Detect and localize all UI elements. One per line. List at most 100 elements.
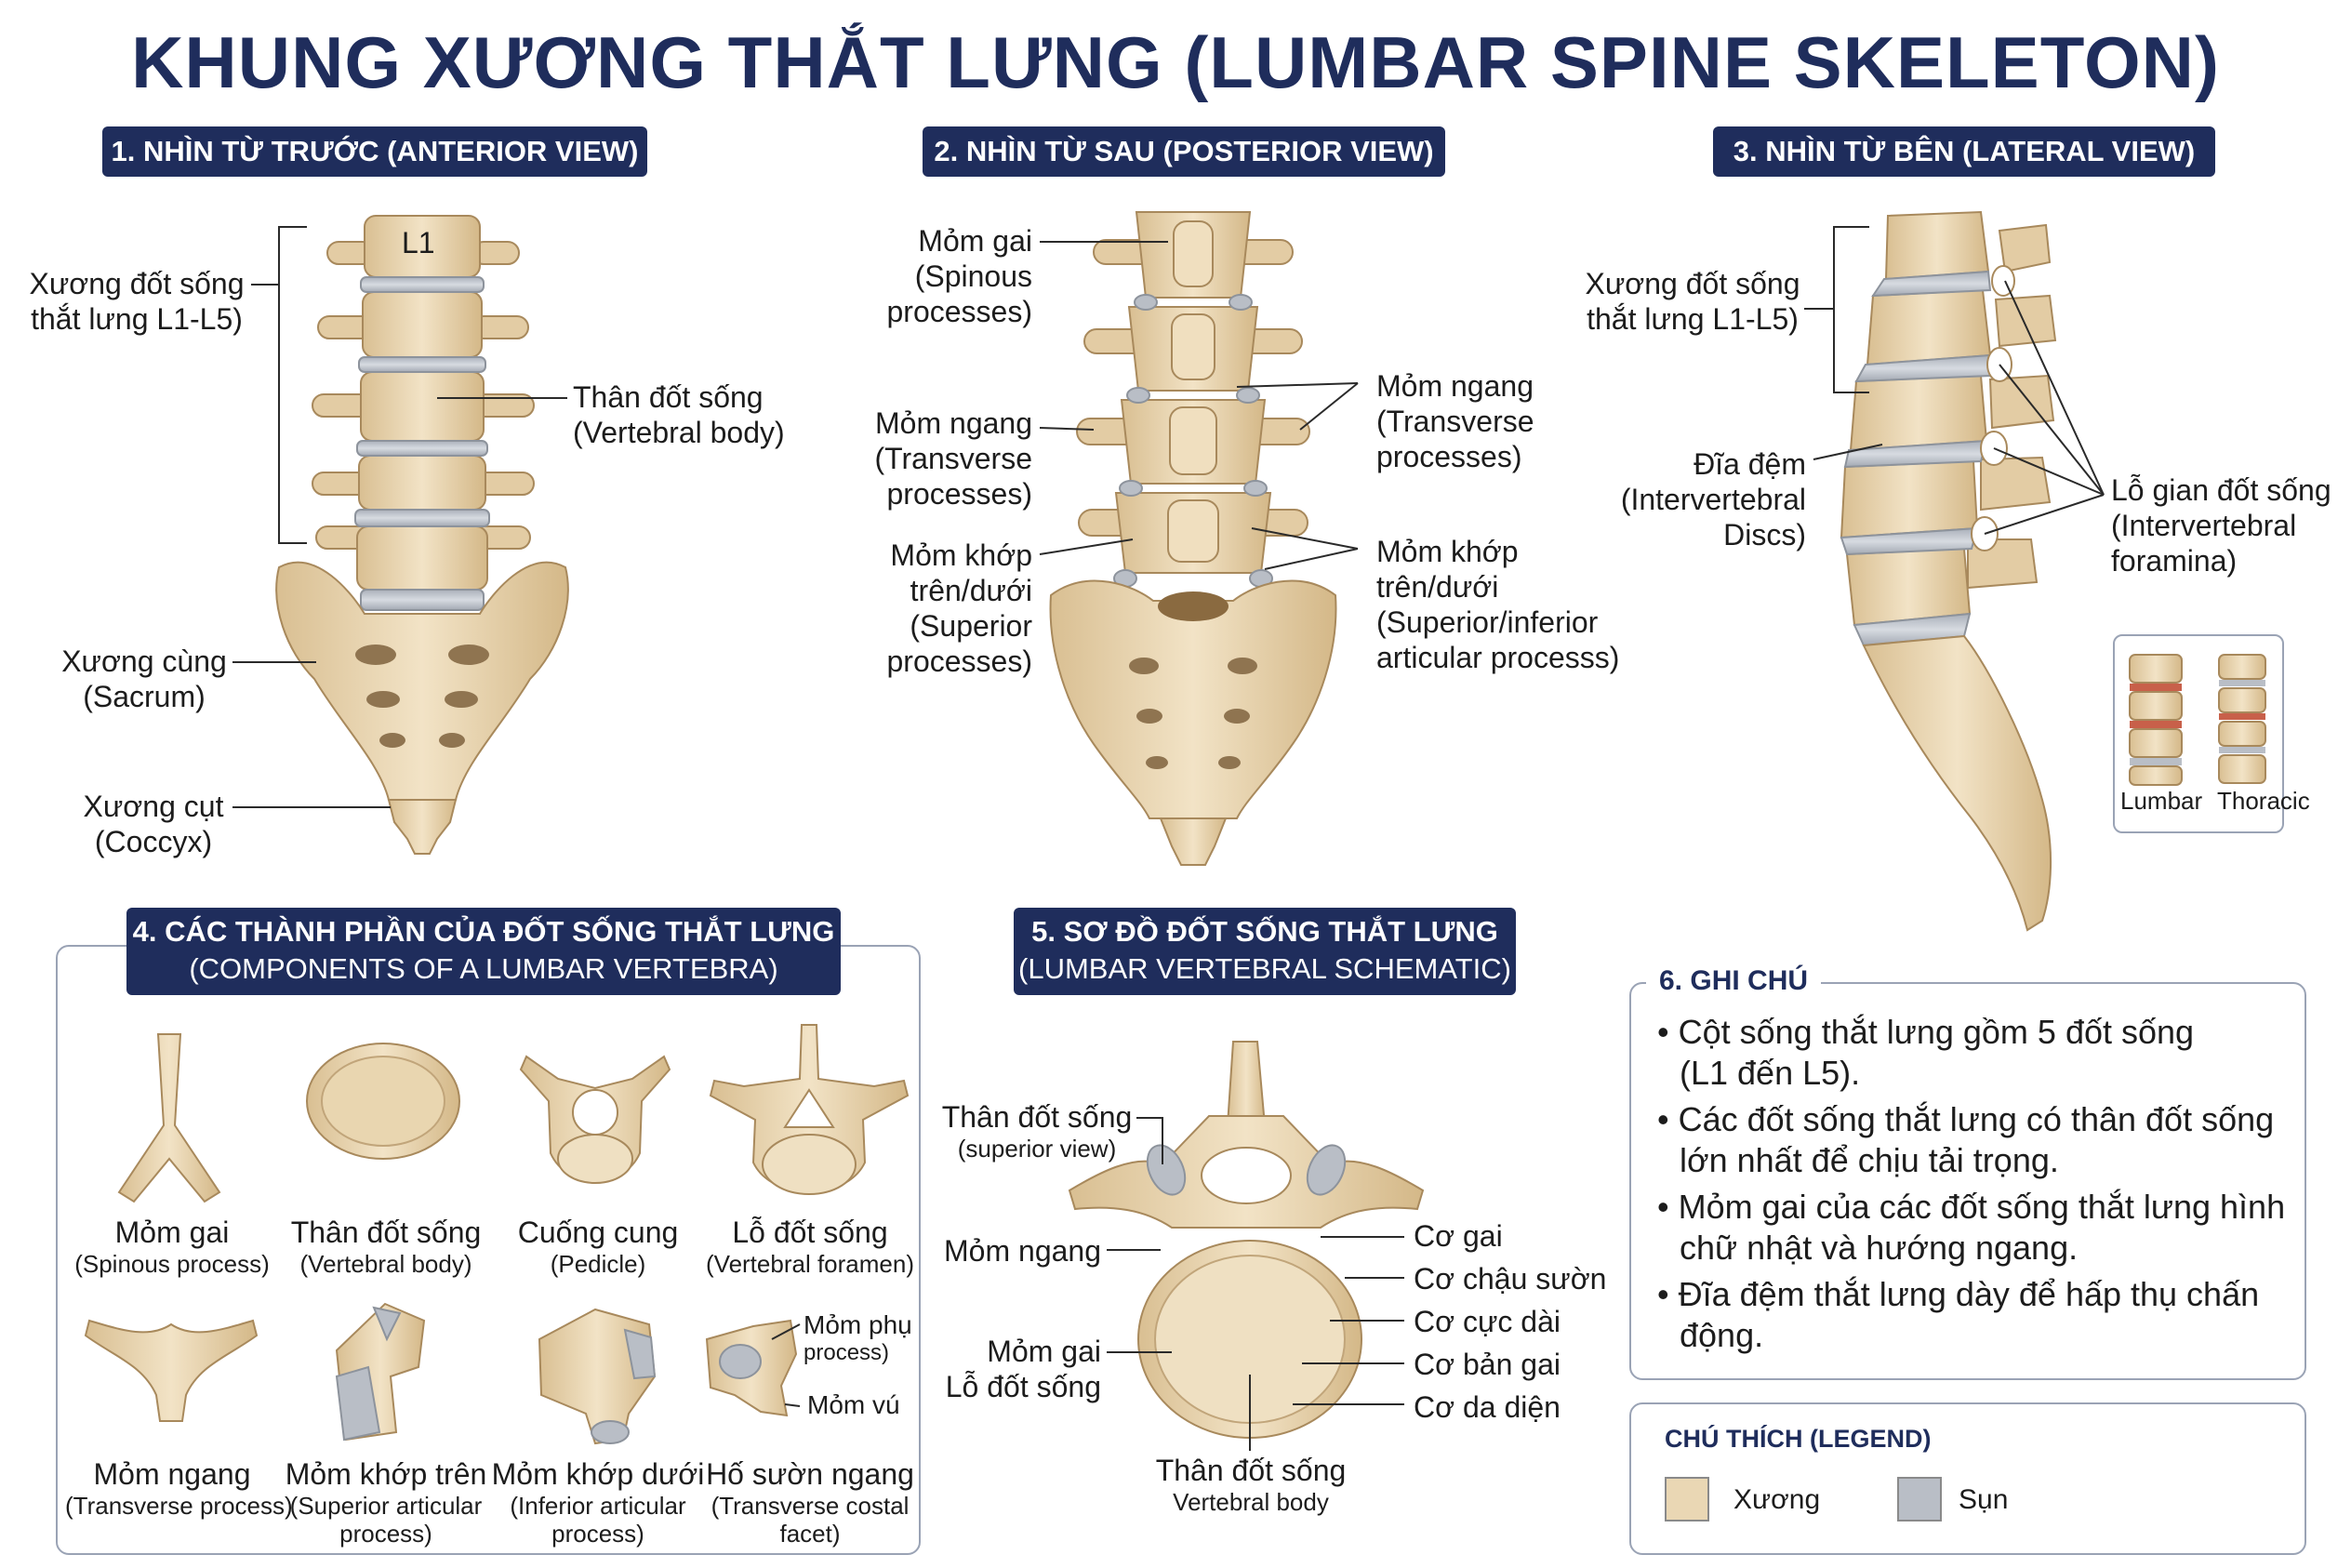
legend-swatch-bone [1665, 1477, 1709, 1521]
schematic-body-superior-line1: Thân đốt sống [941, 1100, 1133, 1134]
articular-right-label-line3: (Superior/inferior [1376, 605, 1599, 639]
note-line-7: • Đĩa đệm thắt lưng dày để hấp thụ chấn [1657, 1275, 2260, 1313]
posterior-view-header: 2. NHÌN TỪ SAU (POSTERIOR VIEW) [923, 126, 1445, 177]
schematic-body-bottom-label: Thân đốt sống Vertebral body [1144, 1453, 1358, 1516]
component-spinous-sub: (Spinous process) [74, 1250, 270, 1278]
lateral-lumbar-label-line1: Xương đốt sống [1585, 267, 1800, 300]
note-line-4: lớn nhất để chịu tải trọng. [1680, 1141, 2059, 1179]
anterior-lumbar-label-line2: thắt lưng L1-L5) [31, 302, 243, 336]
note-line-2: (L1 đến L5). [1680, 1054, 1861, 1092]
anterior-body-label-line1: Thân đốt sống [573, 380, 764, 414]
component-spinous: Mỏm gai (Spinous process) [65, 1215, 279, 1278]
component-pedicle: Cuống cung (Pedicle) [491, 1215, 705, 1278]
foramina-label-line2: (Intervertebral [2111, 509, 2297, 542]
component-superior-articular-sub1: (Superior articular [289, 1492, 483, 1520]
notes-panel [1629, 982, 2306, 1380]
transverse-left-label-line1: Mỏm ngang [875, 406, 1032, 440]
components-header-line2: (COMPONENTS OF A LUMBAR VERTEBRA) [189, 952, 778, 985]
anterior-spine-illustration [275, 215, 569, 855]
anterior-body-label-line2: (Vertebral body) [573, 416, 785, 449]
accessory-process-label: Mỏm phụ process) [804, 1311, 912, 1367]
pedicle-icon [519, 1055, 671, 1184]
schematic-foramen-line: Lỗ đốt sống [945, 1370, 1101, 1403]
schematic-body-bottom-line2: Vertebral body [1173, 1488, 1329, 1516]
sacrum-label-line2: (Sacrum) [83, 680, 206, 713]
posterior-spine-illustration [1049, 211, 1337, 866]
component-superior-articular: Mỏm khớp trên (Superior articular proces… [279, 1456, 493, 1548]
note-line-3: • Các đốt sống thắt lưng có thân đốt sốn… [1657, 1100, 2275, 1138]
spinous-label-line3: processes) [886, 295, 1033, 328]
schematic-spinous-foramen-label: Mỏm gai Lỗ đốt sống [939, 1334, 1101, 1404]
disc-label-line1: Đĩa đệm [1694, 447, 1806, 481]
component-superior-articular-name: Mỏm khớp trên [285, 1457, 487, 1491]
legend-swatch-cartilage [1897, 1477, 1942, 1521]
component-inferior-articular: Mỏm khớp dưới (Inferior articular proces… [491, 1456, 705, 1548]
component-inferior-articular-sub2: process) [551, 1520, 644, 1548]
vertebral-foramen-icon [709, 1024, 910, 1195]
foramina-label: Lỗ gian đốt sống (Intervertebral foramin… [2111, 472, 2331, 578]
schematic-header-line1: 5. SƠ ĐỒ ĐỐT SỐNG THẮT LƯNG [1031, 915, 1498, 948]
notes-header: 6. GHI CHÚ [1646, 965, 1822, 997]
muscle-label-1: Cơ gai [1414, 1219, 1503, 1253]
coccyx-label: Xương cụt (Coccyx) [74, 789, 232, 859]
articular-right-label-line4: articular processs) [1376, 641, 1620, 674]
disc-label-line2: (Intervertebral [1620, 483, 1806, 516]
schematic-transverse-label: Mỏm ngang [944, 1234, 1101, 1268]
inset-label-lumbar: Lumbar [2120, 787, 2203, 815]
leader-lines [232, 226, 2105, 1451]
spinous-processes-label: Mỏm gai (Spinous processes) [818, 223, 1033, 329]
anterior-lumbar-label: Xương đốt sống thắt lưng L1-L5) [22, 266, 251, 337]
articular-left-label-line2: trên/dưới [910, 574, 1032, 607]
components-panel [56, 945, 921, 1555]
transverse-right-label: Mỏm ngang (Transverse processes) [1376, 368, 1534, 474]
spinous-label-line2: (Spinous [914, 259, 1032, 293]
page-title: KHUNG XƯƠNG THẮT LƯNG (LUMBAR SPINE SKEL… [131, 21, 2220, 103]
schematic-spinous-line: Mỏm gai [987, 1335, 1101, 1368]
accessory-process-line2: process) [804, 1340, 890, 1365]
articular-left-label-line4: processes) [886, 644, 1033, 678]
component-costal-facet-sub1: (Transverse costal [711, 1492, 910, 1520]
spinous-process-icon [117, 1033, 221, 1203]
transverse-process-icon [84, 1319, 259, 1422]
muscle-label-3: Cơ cực dài [1414, 1305, 1561, 1338]
articular-right-label-line2: trên/dưới [1376, 570, 1499, 604]
components-header-line1: 4. CÁC THÀNH PHẦN CỦA ĐỐT SỐNG THẮT LƯNG [132, 915, 835, 948]
mammillary-process-label: Mỏm vú [807, 1390, 900, 1419]
note-line-5: • Mỏm gai của các đốt sống thắt lưng hìn… [1657, 1188, 2286, 1226]
component-spinous-name: Mỏm gai [114, 1216, 230, 1249]
sacrum-label: Xương cùng (Sacrum) [56, 644, 232, 714]
schematic-body-superior-label: Thân đốt sống (superior view) [939, 1099, 1135, 1163]
l1-tag: L1 [402, 226, 435, 259]
component-inferior-articular-sub1: (Inferior articular [510, 1492, 686, 1520]
note-line-6: chữ nhật và hướng ngang. [1680, 1229, 2079, 1267]
articular-left-label-line3: (Superior [910, 609, 1032, 643]
muscle-label-5: Cơ da diện [1414, 1390, 1561, 1424]
component-pedicle-sub: (Pedicle) [550, 1250, 646, 1278]
component-pedicle-name: Cuống cung [517, 1216, 679, 1249]
legend-label-bone: Xương [1733, 1484, 1821, 1515]
component-body-name: Thân đốt sống [290, 1216, 482, 1249]
disc-label-line3: Discs) [1723, 518, 1806, 551]
lateral-inset-illustration [2129, 654, 2266, 786]
coccyx-label-line1: Xương cụt [83, 790, 224, 823]
foramina-label-line3: foramina) [2111, 544, 2238, 578]
legend-label-cartilage: Sụn [1959, 1484, 2009, 1515]
component-body: Thân đốt sống (Vertebral body) [279, 1215, 493, 1278]
disc-label: Đĩa đệm (Intervertebral Discs) [1600, 446, 1806, 552]
schematic-header-line2: (LUMBAR VERTEBRAL SCHEMATIC) [1018, 952, 1511, 985]
articular-right-label: Mỏm khớp trên/dưới (Superior/inferior ar… [1376, 534, 1619, 675]
component-transverse-sub: (Transverse process) [65, 1492, 293, 1520]
legend-header: CHÚ THÍCH (LEGEND) [1665, 1425, 1932, 1453]
articular-left-label: Mỏm khớp trên/dưới (Superior processes) [818, 538, 1033, 679]
component-transverse: Mỏm ngang (Transverse process) [65, 1456, 293, 1520]
legend-panel [1629, 1402, 2306, 1555]
accessory-process-line1: Mỏm phụ [804, 1310, 912, 1339]
costal-facet-icon [705, 1319, 798, 1417]
note-line-8: động. [1680, 1316, 1764, 1354]
anterior-body-label: Thân đốt sống (Vertebral body) [573, 379, 785, 450]
component-foramen-name: Lỗ đốt sống [732, 1216, 888, 1249]
component-foramen: Lỗ đốt sống (Vertebral foramen) [703, 1215, 917, 1278]
anterior-lumbar-label-line1: Xương đốt sống [29, 267, 245, 300]
lateral-lumbar-label: Xương đốt sống thắt lưng L1-L5) [1581, 266, 1804, 337]
